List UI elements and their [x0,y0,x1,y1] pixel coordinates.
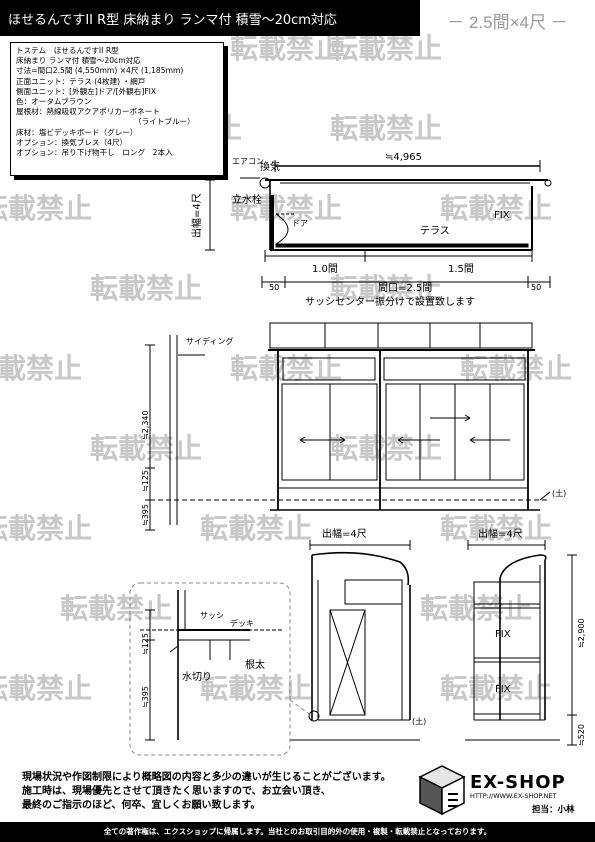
spec-line: 床材：塩ビデッキボード（グレー） [16,127,138,137]
side-fix-bottom: FIX [495,684,511,695]
page-title: ほせるんですII R型 床納まり ランマ付 積雪～20cm対応 [8,13,337,28]
detail-joist-label: 根太 [245,658,265,671]
side-ground-dim: ≒520 [577,724,586,746]
spec-line: （ライトブルー） [134,117,195,127]
staff-label: 担当：小林 [532,805,575,815]
spec-line: トステム ほせるんですII R型 [16,46,119,55]
watermark-layer: 転載禁止 転載禁止 転載禁止 転載禁止 転載禁止 転載禁止 転載禁止 転載禁止 … [0,32,572,705]
watermark: 転載禁止 [0,192,92,225]
side-right-depth: 出幅=4尺 [478,527,523,540]
plan-margin-left: 50 [269,283,279,292]
plan-aircon-label: エアコン [232,157,264,166]
elevation-height-dim: ≒2,340 [141,410,150,440]
side-left-depth: 出幅=4尺 [322,527,367,540]
side-ground-mark: (土) [412,716,426,726]
watermark: 転載禁止 [0,352,82,385]
plan-downpipe-label: 立水栓 [232,193,262,206]
ex-shop-logo: EX-SHOP HTTP://WWW.EX-SHOP.NET 担当：小林 [418,760,588,818]
side-height-dim: ≒2,900 [577,618,586,648]
watermark: 転載禁止 [0,512,92,545]
detail-drip-label: 水切り [182,671,212,683]
watermark: 転載禁止 [440,672,552,705]
plan-door-label: ドア [292,219,308,228]
watermark: 転載禁止 [200,672,312,705]
span-label: － 2.5間×4尺 － [447,13,568,32]
note-line: 最終のご指示のほど、何卒、宜しくお願い致します。 [22,800,261,811]
plan-view [205,160,552,288]
watermark: 転載禁止 [440,512,552,545]
plan-depth-label: 出幅=4尺 [190,193,203,238]
watermark: 転載禁止 [330,272,442,305]
spec-line: 側面ユニット：[外観左]ドア/[外観右]FIX [16,86,157,96]
spec-box: トステム ほせるんですII R型 床納まり ランマ付 積雪～20cm対応 寸法=… [10,42,224,176]
watermark: 転載禁止 [60,592,172,625]
side-elevation-labels: 出幅=4尺 出幅=4尺 FIX FIX ≒2,900 ≒520 (土) [322,527,586,746]
plan-labels: ≒4,965 エアコン 換気 立水栓 ドア テラス FIX 出幅=4尺 1.0間… [190,152,541,308]
plan-install-note: サッシセンター振分けで設置致します [305,295,475,308]
watermark: 転載禁止 [90,272,202,305]
spec-line: 色：オータムブラウン [16,97,92,107]
spec-line: オプション：吊り下げ物干し ロング 2本入 [16,148,173,158]
title-bar: ほせるんですII R型 床納まり ランマ付 積雪～20cm対応 [0,0,420,36]
side-elevations [290,540,577,746]
spec-line: 屋根材：熱線吸収アクアポリカーボネート [16,107,160,117]
watermark: 転載禁止 [200,512,312,545]
watermark: 転載禁止 [0,672,92,705]
spec-line: 床納まり ランマ付 積雪～20cm対応 [16,56,141,66]
plan-left-span: 1.0間 [312,263,338,275]
watermark: 転載禁止 [330,32,442,65]
detail-sash-label: サッシ [200,611,224,620]
watermark: 転載禁止 [330,112,442,145]
front-elevation-labels: サイディング ≒2,340 ≒125 ≒395 (土) [141,336,566,526]
elevation-floor-level-dim: ≒125 [141,470,150,492]
watermark: 転載禁止 [90,432,202,465]
spec-line: 寸法=間口2.5間 (4,550mm) ×4尺 (1,185mm) [16,66,184,76]
elevation-ground-dim: ≒395 [141,504,150,526]
logo-name: EX-SHOP [470,772,566,793]
cube-logo-icon [418,765,466,816]
watermark: 転載禁止 [440,192,552,225]
note-line: 現場状況や作図制限により概略図の内容と多少の違いが生じることがございます。 [22,772,391,783]
plan-vent-label: 換気 [260,160,280,173]
front-elevation [145,322,551,531]
elevation-siding-label: サイディング [186,336,233,346]
side-fix-top: FIX [495,629,511,640]
site-notes: 現場状況や作図制限により概略図の内容と多少の違いが生じることがございます。 施工… [22,771,412,813]
watermark: 転載禁止 [230,192,342,225]
detail-floor-level-dim: ≒125 [141,633,150,655]
plan-total-width: ≒4,965 [385,152,422,163]
plan-fix-label: FIX [494,210,510,221]
detail-callout [129,582,313,756]
spec-line: オプション：換気ブレス（4尺） [16,137,128,147]
note-line: 施工時は、現場優先とさせて頂きたく思いますので、お立会い頂き、 [22,786,331,797]
detail-deck-label: デッキ [230,618,254,628]
detail-callout-labels: サッシ デッキ 根太 水切り ≒125 ≒395 [141,611,265,708]
copyright-footer: 全ての著作権は、エクスショップに帰属します。当社とのお取引目的外の使用・複製・転… [0,822,595,842]
spec-line: 正面ユニット：テラス (4枚建) ・網戸 [16,76,146,86]
detail-ground-dim: ≒395 [141,686,150,708]
plan-margin-right: 50 [531,283,541,292]
plan-right-span: 1.5間 [448,263,474,275]
plan-terrace-label: テラス [420,225,450,237]
elevation-ground-mark: (土) [552,488,566,498]
logo-url: HTTP://WWW.EX-SHOP.NET [470,792,557,800]
plan-frontage-label: 間口=2.5間 [378,282,432,294]
watermark: 転載禁止 [230,32,342,65]
